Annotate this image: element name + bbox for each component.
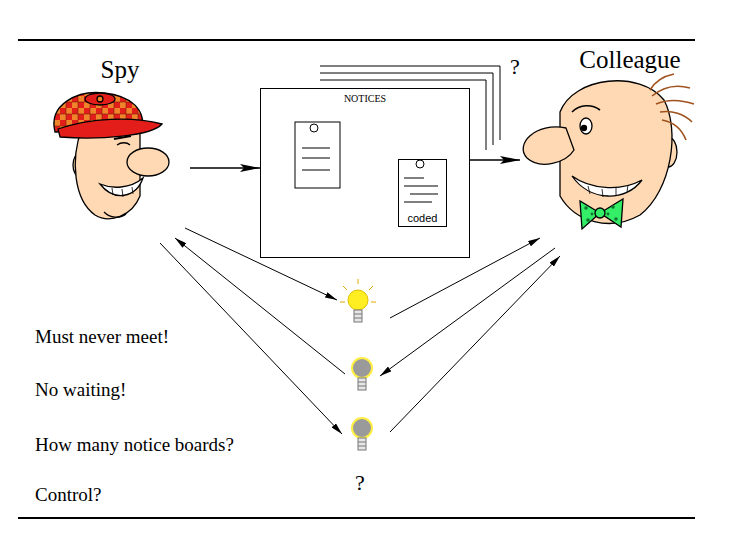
flow-arrow — [190, 167, 260, 169]
colleague-figure — [614, 217, 618, 221]
colleague-figure — [560, 81, 672, 224]
person-figure: Spy — [50, 50, 190, 225]
spy-figure — [127, 148, 169, 176]
light-bulb — [352, 358, 372, 378]
colleague-figure — [572, 106, 600, 112]
colleague-figure — [580, 118, 592, 134]
coded-notice-lines — [416, 160, 424, 168]
note-text: Control? — [35, 484, 102, 506]
colleague-figure — [650, 74, 694, 140]
colleague-figure — [591, 213, 594, 216]
light-bulb — [358, 382, 366, 386]
colleague-figure — [523, 74, 694, 229]
coded-notice: coded — [398, 159, 447, 227]
note-text: No waiting! — [35, 379, 126, 401]
light-bulb — [348, 290, 368, 310]
note-text: Must never meet! — [35, 326, 169, 348]
signal-line — [390, 256, 560, 432]
node-label: Colleague — [579, 46, 680, 74]
spy-figure — [114, 136, 131, 139]
node-label: coded — [408, 212, 438, 224]
signal-line — [380, 248, 555, 376]
note-text: How many notice boards? — [35, 434, 234, 456]
colleague-figure — [607, 213, 610, 216]
light-bulb — [352, 418, 372, 450]
signal-line — [175, 238, 345, 374]
coded-notice-lines — [404, 160, 438, 202]
spy-figure — [54, 93, 169, 219]
light-bulb — [340, 279, 376, 322]
colleague-figure — [582, 126, 587, 131]
spy-figure — [58, 119, 162, 138]
light-bulb — [352, 358, 372, 390]
spy-figure — [112, 187, 133, 197]
colleague-figure — [584, 205, 618, 222]
spy-figure — [100, 178, 143, 195]
colleague-figure — [584, 206, 588, 210]
notice-paper — [295, 122, 340, 188]
spy-figure — [75, 128, 140, 219]
colleague-figure — [572, 176, 642, 196]
spy-figure — [85, 93, 115, 105]
node-label: NOTICES — [344, 93, 386, 104]
light-bulb — [358, 442, 366, 446]
notice-paper — [302, 148, 330, 170]
question-mark: ? — [510, 54, 520, 80]
rule-line — [18, 39, 695, 41]
signal-line — [160, 228, 560, 434]
colleague-figure — [523, 127, 574, 164]
notice-paper — [295, 122, 340, 188]
rule-line — [18, 517, 695, 519]
light-bulb — [358, 438, 366, 450]
colleague-figure — [586, 218, 590, 222]
question-mark: ? — [355, 470, 365, 496]
signal-line — [390, 238, 540, 318]
spy-figure — [97, 96, 103, 102]
light-bulb — [354, 314, 362, 318]
light-bulb — [358, 378, 366, 390]
colleague-figure — [588, 185, 628, 197]
light-bulb — [354, 310, 362, 322]
colleague-figure — [611, 205, 615, 209]
coded-notice-lines — [404, 178, 438, 202]
notice-board: NOTICES coded — [260, 88, 470, 258]
spy-figure — [104, 212, 126, 217]
signal-line — [160, 243, 342, 434]
colleague-figure — [595, 208, 605, 218]
flow-arrow — [470, 159, 520, 161]
node-label: Spy — [101, 56, 140, 84]
notice-paper — [310, 124, 318, 132]
rule-line — [18, 40, 695, 518]
person-figure: Colleague — [520, 42, 740, 235]
light-bulb — [352, 418, 372, 438]
spy-figure — [117, 143, 130, 145]
